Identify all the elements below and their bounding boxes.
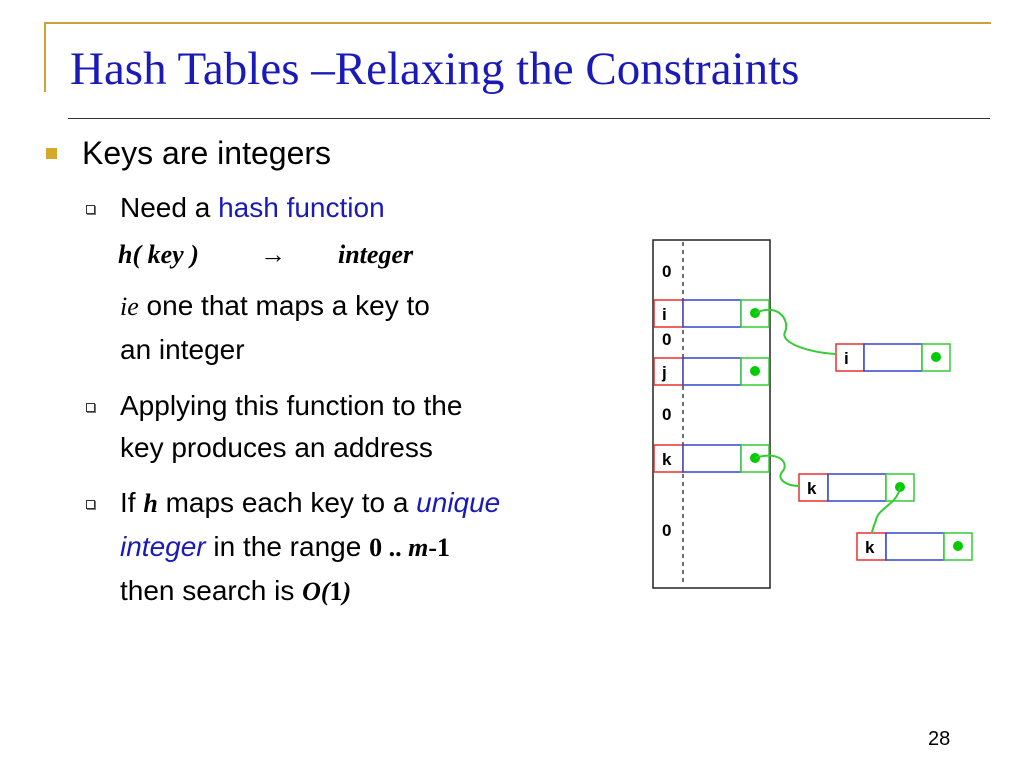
sub-bullet-applying-line-1: Applying this function to the bbox=[120, 390, 463, 421]
sub-bullet-box-icon bbox=[86, 205, 95, 214]
chain-link-k-2 bbox=[871, 486, 901, 534]
sub-bullet-unique-line-3: then search is O(1) bbox=[120, 569, 351, 614]
integer-term: integer bbox=[120, 531, 206, 562]
bullet-keys-are-integers: Keys are integers bbox=[82, 135, 332, 171]
range-text: in the range bbox=[205, 531, 370, 562]
slot-key-label: k bbox=[662, 450, 672, 469]
slot-label: 0 bbox=[662, 262, 671, 281]
chain-node-k-1: k bbox=[798, 473, 915, 502]
slot-entry-k: k bbox=[653, 444, 770, 473]
slot-label: 0 bbox=[662, 521, 671, 540]
chain-link-k-1 bbox=[754, 454, 800, 487]
chain-node-key: k bbox=[807, 479, 817, 498]
slide-title: Hash Tables –Relaxing the Constraints bbox=[70, 43, 800, 95]
sub-bullet-applying-line-2: key produces an address bbox=[120, 432, 433, 463]
hash-table-diagram: 0 0 0 0 i j k i k bbox=[652, 239, 973, 589]
ie-word: ie bbox=[120, 292, 139, 321]
ie-line-1-text: one that maps a key to bbox=[138, 290, 430, 321]
chain-link-i bbox=[754, 308, 837, 355]
hash-function-term: hash function bbox=[218, 192, 385, 223]
title-frame-top-rule bbox=[44, 22, 991, 24]
big-o-close: ) bbox=[342, 577, 352, 606]
sub-bullet-need-hash-function: Need a hash function bbox=[120, 186, 385, 230]
chain-node-k-2: k bbox=[856, 532, 973, 561]
title-frame-left-rule bbox=[44, 22, 46, 92]
sub-bullet-unique-line-2: integer in the range 0 .. m-1 bbox=[120, 525, 450, 570]
maps-text: maps each key to a bbox=[157, 487, 417, 518]
range-zero: 0 bbox=[369, 533, 383, 562]
unique-term: unique bbox=[416, 487, 501, 518]
sub-bullet-box-icon bbox=[86, 403, 95, 412]
sub-bullet-box-icon bbox=[86, 500, 95, 509]
page-number: 28 bbox=[928, 728, 951, 750]
ie-line-1: ie one that maps a key to bbox=[120, 284, 430, 329]
slot-key-label: j bbox=[661, 363, 667, 382]
formula-rhs: integer bbox=[338, 240, 414, 269]
slot-entry-i: i bbox=[653, 299, 770, 328]
slot-label: 0 bbox=[662, 405, 671, 424]
pointer-dot-icon bbox=[750, 366, 760, 376]
slot-key-label: i bbox=[662, 305, 667, 324]
pointer-dot-icon bbox=[931, 352, 941, 362]
hash-formula: h( key ) → integer bbox=[118, 240, 413, 270]
ie-line-2: an integer bbox=[120, 334, 245, 365]
bullet-square-icon bbox=[46, 148, 57, 159]
chain-node-key: k bbox=[865, 538, 875, 557]
range-m: m bbox=[408, 533, 429, 562]
slot-label: 0 bbox=[662, 330, 671, 349]
chain-node-key: i bbox=[844, 349, 849, 368]
need-a-text: Need a bbox=[120, 192, 219, 223]
right-arrow-icon: → bbox=[260, 240, 286, 269]
h-symbol: h bbox=[143, 489, 158, 518]
chain-node-i: i bbox=[835, 343, 951, 372]
formula-lhs: h( key ) bbox=[118, 240, 199, 269]
then-text: then search is bbox=[120, 575, 303, 606]
range-dots: .. bbox=[382, 533, 409, 562]
range-minus-one: -1 bbox=[428, 533, 450, 562]
title-underline bbox=[68, 118, 990, 119]
big-o-one: 1 bbox=[329, 577, 343, 606]
hash-table-array bbox=[652, 239, 771, 589]
big-o: O( bbox=[302, 577, 330, 606]
sub-bullet-unique-line-1: If h maps each key to a unique bbox=[120, 481, 500, 526]
slot-entry-j: j bbox=[653, 357, 770, 386]
if-text: If bbox=[120, 487, 144, 518]
pointer-dot-icon bbox=[953, 541, 963, 551]
